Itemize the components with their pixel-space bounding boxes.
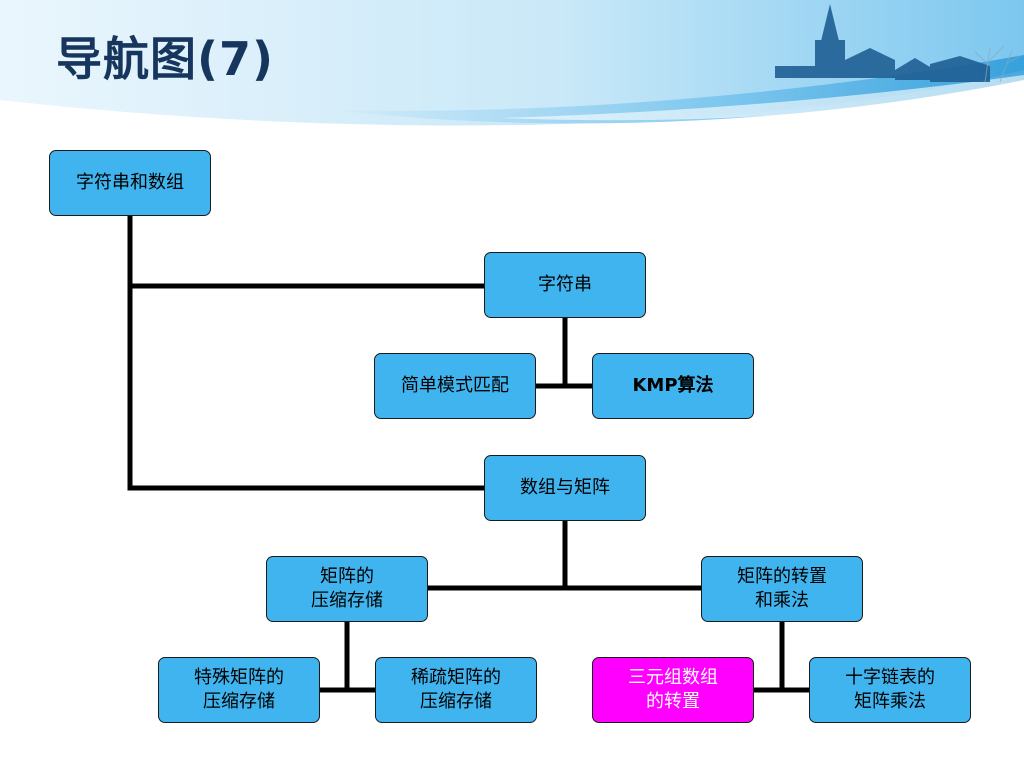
- node-matrix-compressed-storage[interactable]: 矩阵的 压缩存储: [266, 556, 428, 622]
- node-kmp-algorithm[interactable]: KMP算法: [592, 353, 754, 419]
- node-special-matrix-storage[interactable]: 特殊矩阵的 压缩存储: [158, 657, 320, 723]
- node-triple-array-transpose[interactable]: 三元组数组 的转置: [592, 657, 754, 723]
- node-string[interactable]: 字符串: [484, 252, 646, 318]
- header-banner: [0, 0, 1024, 126]
- node-matrix-transpose-multiply[interactable]: 矩阵的转置 和乘法: [701, 556, 863, 622]
- node-simple-pattern-match[interactable]: 简单模式匹配: [374, 353, 536, 419]
- page-title: 导航图(7): [56, 32, 275, 86]
- node-string-and-array[interactable]: 字符串和数组: [49, 150, 211, 216]
- node-array-and-matrix[interactable]: 数组与矩阵: [484, 455, 646, 521]
- node-cross-list-matrix-multiply[interactable]: 十字链表的 矩阵乘法: [809, 657, 971, 723]
- node-sparse-matrix-storage[interactable]: 稀疏矩阵的 压缩存储: [375, 657, 537, 723]
- church-silhouette-icon: [775, 4, 990, 82]
